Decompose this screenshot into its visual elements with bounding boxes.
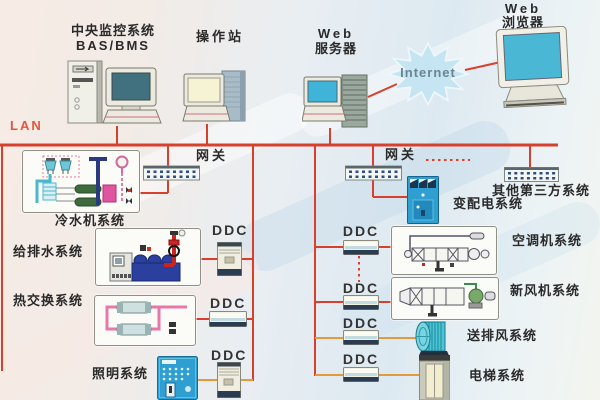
internet-cloud [385,40,471,108]
ahu-system-box [391,226,497,275]
web-browser-label-line1: Web [504,1,542,16]
heat-exchanger-icon [105,301,187,336]
chiller-equipment-icon [35,155,132,207]
elevator-ddc-label: DDC [342,351,380,367]
freshair-label: 新风机系统 [509,283,580,298]
left-gateway-device [143,164,200,181]
right-gateway-device [345,164,402,181]
water-ddc-device [217,242,242,276]
lighting-label: 照明系统 [91,366,148,381]
water-supply-system-box [95,228,201,286]
server-internet-line [367,83,398,98]
central-workstation-computer [64,58,164,128]
web-server-label-line1: Web [317,26,355,41]
ahu-equipment-icon [404,232,490,272]
chiller-label: 冷水机系统 [54,213,125,228]
chiller-system-box [22,150,140,213]
central-system-label-line1: 中央监控系统 [70,23,155,38]
third-party-label: 其他第三方系统 [491,183,590,198]
heat-ddc-device [209,311,247,327]
ahu-ddc-device [343,240,379,255]
operator-station-computer [182,68,248,126]
freshair-system-box [391,277,499,320]
exhaust-ddc-label: DDC [342,315,380,331]
operator-station-label: 操作站 [195,29,244,44]
lighting-ddc-device [217,362,241,398]
web-browser-label-line2: 浏览器 [501,15,544,30]
elevator-ddc-device [343,367,379,382]
lighting-panel [157,356,198,400]
right-gateway-label: 网关 [385,147,418,162]
elevator-icon [419,355,450,400]
web-server-computer [302,70,370,130]
ahu-label: 空调机系统 [511,233,582,248]
web-server-label-line2: 服务器 [314,41,357,56]
heat-ddc-label: DDC [210,295,247,311]
exhaust-ddc-device [343,330,379,345]
heat-exchange-label: 热交换系统 [12,293,83,308]
third-party-gateway-device [504,166,559,182]
heat-exchange-system-box [94,295,196,346]
ahu-ddc-label: DDC [342,223,380,239]
freshair-equipment-icon [399,283,496,317]
lan-label: LAN [10,118,43,133]
internet-label: Internet [400,65,456,80]
left-gateway-label: 网关 [196,148,229,163]
exhaust-label: 送排风系统 [466,328,537,343]
freshair-ddc-label: DDC [342,280,380,296]
central-system-label-line2: BAS/BMS [76,38,150,53]
power-distribution-cabinet [407,176,439,224]
internet-browser-line [464,61,502,71]
freshair-ddc-device [343,295,379,310]
web-browser-monitor [488,26,578,108]
power-distribution-label: 变配电系统 [452,196,523,211]
water-ddc-label: DDC [212,222,249,238]
lighting-ddc-label: DDC [211,347,248,363]
exhaust-fan-icon [415,320,449,356]
water-pump-icon [109,229,186,282]
water-supply-label: 给排水系统 [12,244,83,259]
elevator-label: 电梯系统 [468,368,525,383]
